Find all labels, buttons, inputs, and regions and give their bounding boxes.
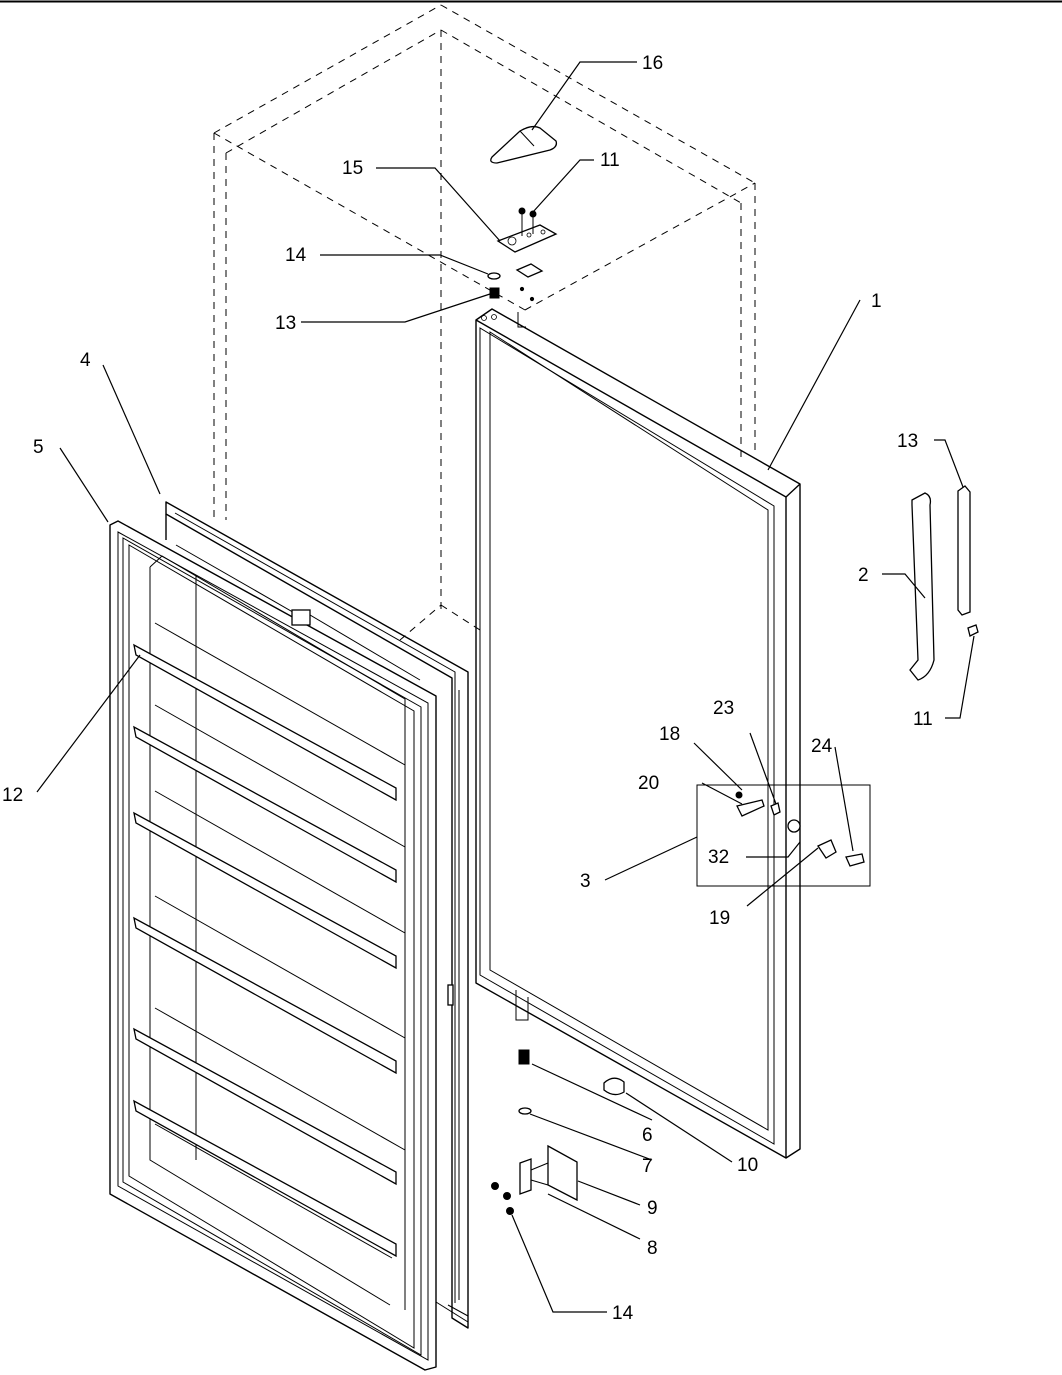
lock-kit-box: [696, 784, 871, 887]
callout-9: 9: [647, 1198, 658, 1219]
callout-18: 18: [659, 724, 680, 745]
door-liner: [165, 501, 469, 1329]
callout-7: 7: [642, 1156, 653, 1177]
callout-32: 32: [708, 847, 729, 868]
callout-4: 4: [80, 350, 91, 371]
callout-10: 10: [737, 1155, 758, 1176]
callout-3: 3: [580, 871, 591, 892]
callout-12: 12: [2, 785, 23, 806]
callout-15: 15: [342, 158, 363, 179]
door-outer-panel: [475, 308, 801, 1159]
cabinet-outline: [213, 4, 756, 641]
handle-assembly: [909, 485, 979, 681]
callout-20: 20: [638, 773, 659, 794]
callout-11-top: 11: [600, 150, 620, 171]
bottom-hinge-hardware: [491, 1049, 625, 1215]
callout-16: 16: [642, 53, 663, 74]
door-gasket: [109, 520, 437, 1371]
callout-11-handle: 11: [913, 709, 933, 730]
callout-19: 19: [709, 908, 730, 929]
door-shelves: [133, 622, 406, 1259]
hinge-cover: [490, 125, 558, 164]
callout-13-handle: 13: [897, 431, 918, 452]
callout-5: 5: [33, 437, 44, 458]
callout-14-top: 14: [285, 245, 307, 266]
callout-labels: 16 11 15 14 13 1 4 5 13 2 11 23 18 24 20…: [2, 53, 933, 1324]
callout-24: 24: [811, 736, 833, 757]
callout-14-bottom: 14: [612, 1303, 634, 1324]
inner-liner-walls: [149, 544, 421, 1310]
callout-1: 1: [871, 291, 882, 312]
callout-23: 23: [713, 698, 734, 719]
callout-13-top: 13: [275, 313, 296, 334]
leader-lines: [36, 61, 975, 1313]
callout-2: 2: [858, 565, 869, 586]
callout-6: 6: [642, 1125, 653, 1146]
callout-8: 8: [647, 1238, 658, 1259]
top-hinge-assembly: [487, 207, 558, 302]
